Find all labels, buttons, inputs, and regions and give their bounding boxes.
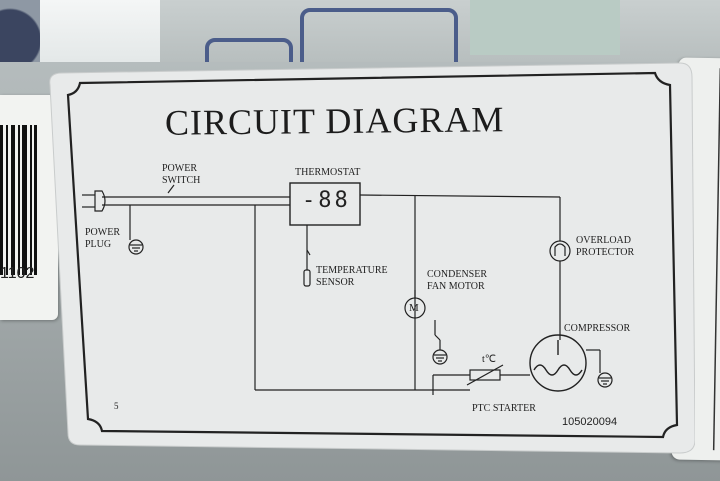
power-switch-icon	[167, 184, 290, 206]
temperature-sensor-label: TEMPERATURE SENSOR	[316, 265, 388, 288]
barcode-sticker: 1102	[0, 95, 58, 320]
ground-icon	[432, 349, 448, 365]
serial-number: 105020094	[562, 416, 618, 428]
barcode-icon	[0, 125, 37, 275]
right-sticker	[671, 57, 720, 461]
ground-icon	[128, 239, 144, 255]
power-plug-label: POWER PLUG	[85, 227, 120, 250]
ground-icon	[597, 372, 613, 388]
background-green-wall	[470, 0, 620, 55]
power-switch-label: POWER SWITCH	[162, 163, 201, 186]
compressor-label: COMPRESSOR	[564, 323, 631, 334]
fan-motor-icon	[404, 297, 426, 319]
circuit-diagram-drawing	[49, 62, 695, 454]
label-border	[66, 71, 679, 439]
barcode-number: 1102	[0, 265, 35, 282]
compressor-icon	[529, 334, 587, 392]
ptc-symbol: t℃	[482, 354, 497, 365]
circuit-wires	[254, 194, 601, 395]
overload-protector-icon	[549, 240, 571, 262]
ptc-starter-label: PTC STARTER	[472, 403, 536, 414]
thermostat-display: -88	[302, 188, 351, 213]
circuit-diagram-label: CIRCUIT DIAGRAM POWER PLUG POWER SWITCH …	[40, 55, 695, 455]
thermostat-box	[289, 182, 361, 226]
motor-symbol: M	[409, 302, 419, 314]
diagram-title: CIRCUIT DIAGRAM	[164, 99, 505, 143]
corner-mark: 5	[114, 401, 119, 411]
power-plug-icon	[82, 190, 170, 240]
condenser-fan-motor-label: CONDENSER FAN MOTOR	[427, 269, 488, 292]
temperature-sensor-icon	[303, 249, 311, 287]
overload-protector-label: OVERLOAD PROTECTOR	[576, 235, 635, 258]
ptc-starter-icon	[466, 364, 504, 386]
thermostat-label: THERMOSTAT	[295, 167, 361, 178]
